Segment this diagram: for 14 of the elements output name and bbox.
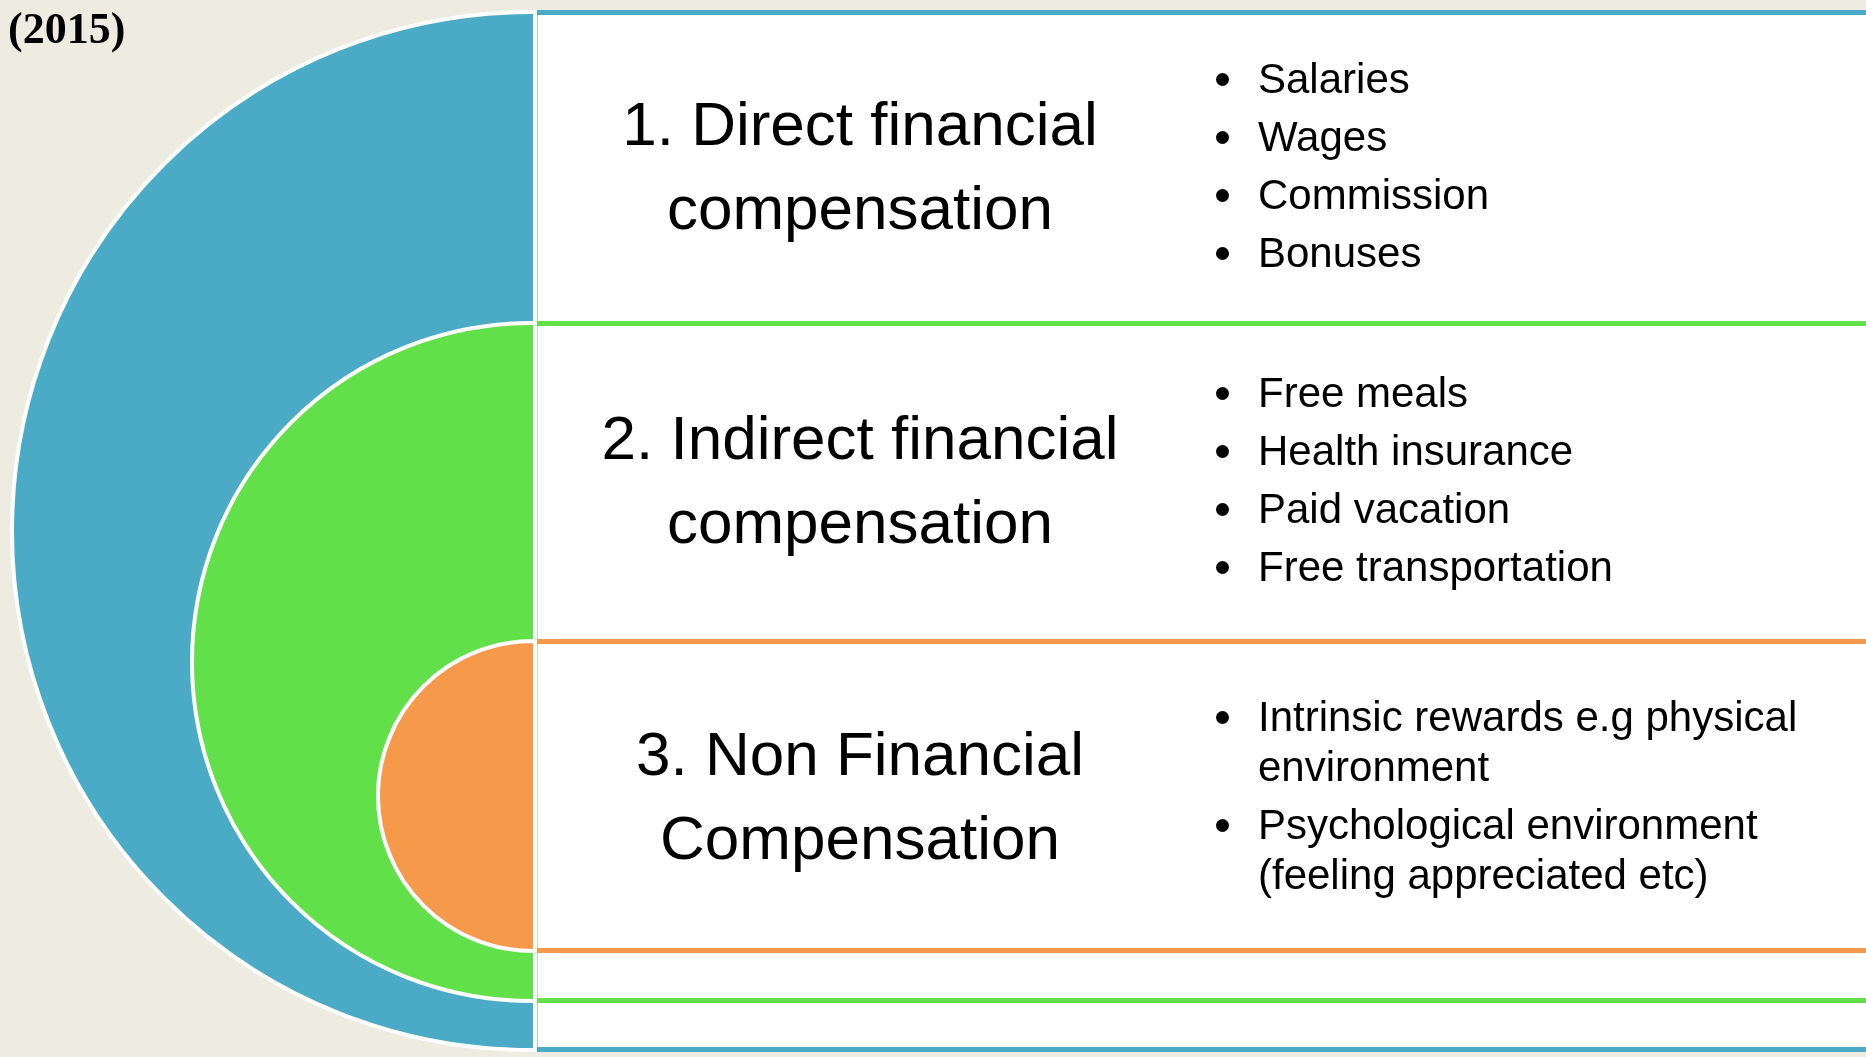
bullet-item: Free transportation <box>1210 542 1613 592</box>
bullet-item: Commission <box>1210 169 1490 220</box>
bullet-item: Bonuses <box>1210 227 1422 278</box>
bullet-item: Paid vacation <box>1210 484 1511 534</box>
bullet-item: Health insurance <box>1210 426 1574 476</box>
bullet-item: Salaries <box>1210 53 1410 104</box>
category-heading: 1. Direct financial compensation <box>621 87 1099 244</box>
bullet-item: Wages <box>1210 111 1388 162</box>
bullet-item: Free meals <box>1210 368 1469 418</box>
bullet-item: Intrinsic rewards e.g physical environment <box>1210 691 1818 792</box>
category-heading: 2. Indirect financial compensation <box>600 402 1120 558</box>
year-note: (2015) <box>8 4 126 54</box>
bullet-item: Psychological environment (feeling appreciated etc) <box>1210 799 1818 900</box>
category-heading: 3. Non Financial Compensation <box>635 717 1085 874</box>
